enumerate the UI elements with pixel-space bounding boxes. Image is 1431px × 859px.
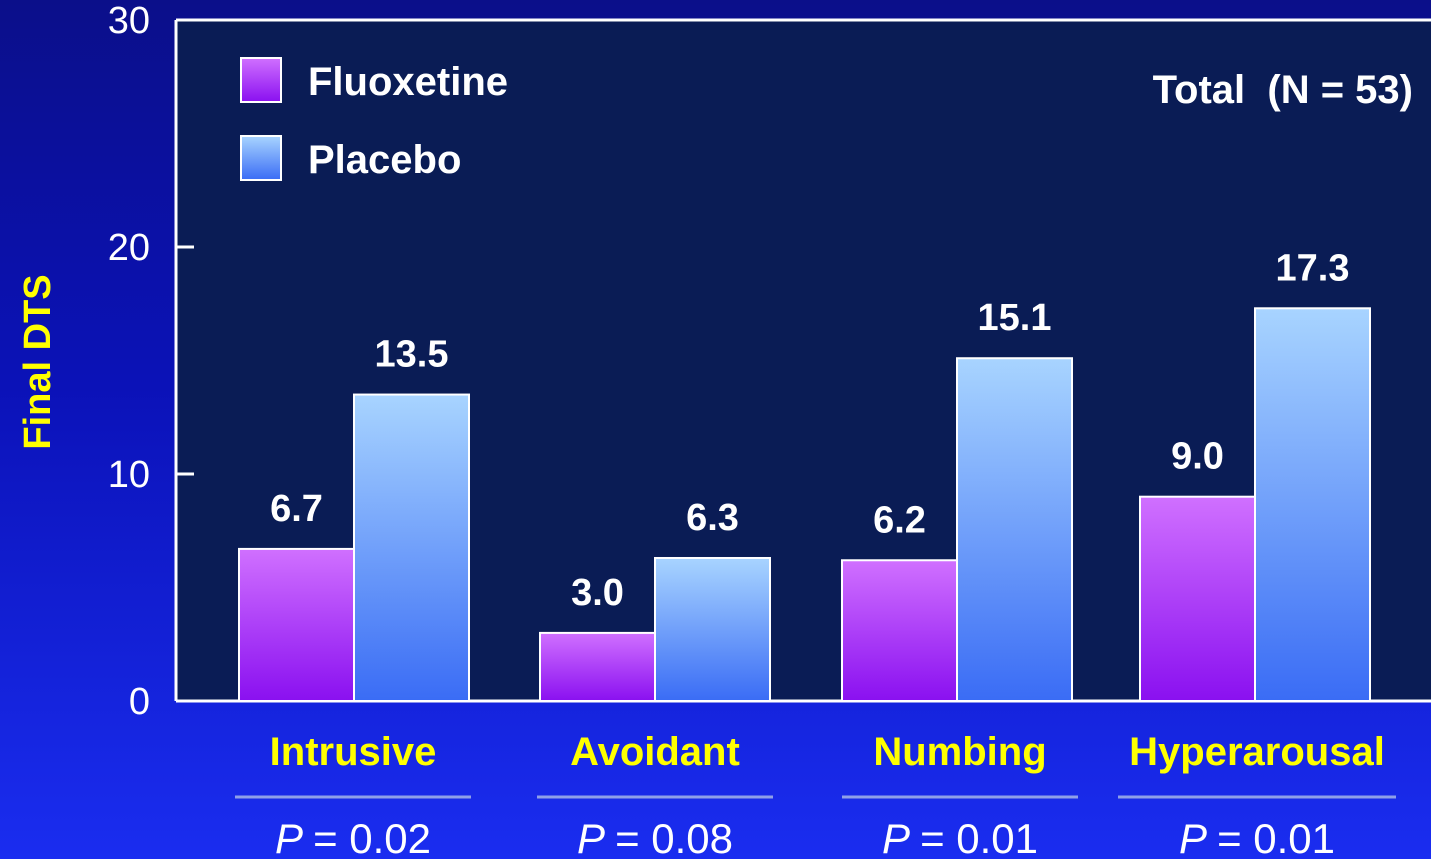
data-label-placebo: 13.5 (375, 334, 449, 376)
data-label-fluoxetine: 3.0 (571, 572, 624, 614)
category-label: Intrusive (270, 730, 437, 774)
bar-placebo (654, 556, 771, 702)
legend-swatch-placebo (240, 135, 282, 181)
total-n-annotation: Total (N = 53) (1153, 68, 1413, 112)
data-label-fluoxetine: 6.7 (270, 488, 323, 530)
p-value-label: P = 0.01 (1179, 815, 1335, 859)
bar-placebo (353, 393, 470, 702)
p-value-label: P = 0.01 (882, 815, 1038, 859)
p-value-label: P = 0.08 (577, 815, 733, 859)
p-value-label: P = 0.02 (275, 815, 431, 859)
y-tick-label: 0 (129, 681, 150, 723)
y-tick-label: 10 (108, 454, 150, 496)
bar-fluoxetine (539, 631, 656, 703)
category-label: Avoidant (570, 730, 740, 774)
data-label-placebo: 6.3 (686, 497, 739, 539)
bar-fluoxetine (841, 559, 958, 703)
category-label: Numbing (873, 730, 1046, 774)
legend: Fluoxetine Placebo (240, 57, 508, 182)
y-ticks: 0 10 20 30 (108, 0, 194, 723)
legend-label-fluoxetine: Fluoxetine (308, 60, 508, 104)
data-label-fluoxetine: 6.2 (873, 499, 926, 541)
bar-fluoxetine (1139, 495, 1256, 703)
data-label-fluoxetine: 9.0 (1171, 436, 1224, 478)
y-tick-label: 20 (108, 227, 150, 269)
y-tick-label: 30 (108, 0, 150, 42)
bar-fluoxetine (238, 547, 355, 702)
legend-label-placebo: Placebo (308, 138, 461, 182)
category-label: Hyperarousal (1129, 730, 1385, 774)
bar-placebo (1254, 307, 1371, 702)
data-label-placebo: 17.3 (1276, 247, 1350, 289)
legend-swatch-fluoxetine (240, 57, 282, 103)
bar-placebo (956, 357, 1073, 702)
data-label-placebo: 15.1 (978, 297, 1052, 339)
y-axis-label: Final DTS (17, 274, 59, 449)
